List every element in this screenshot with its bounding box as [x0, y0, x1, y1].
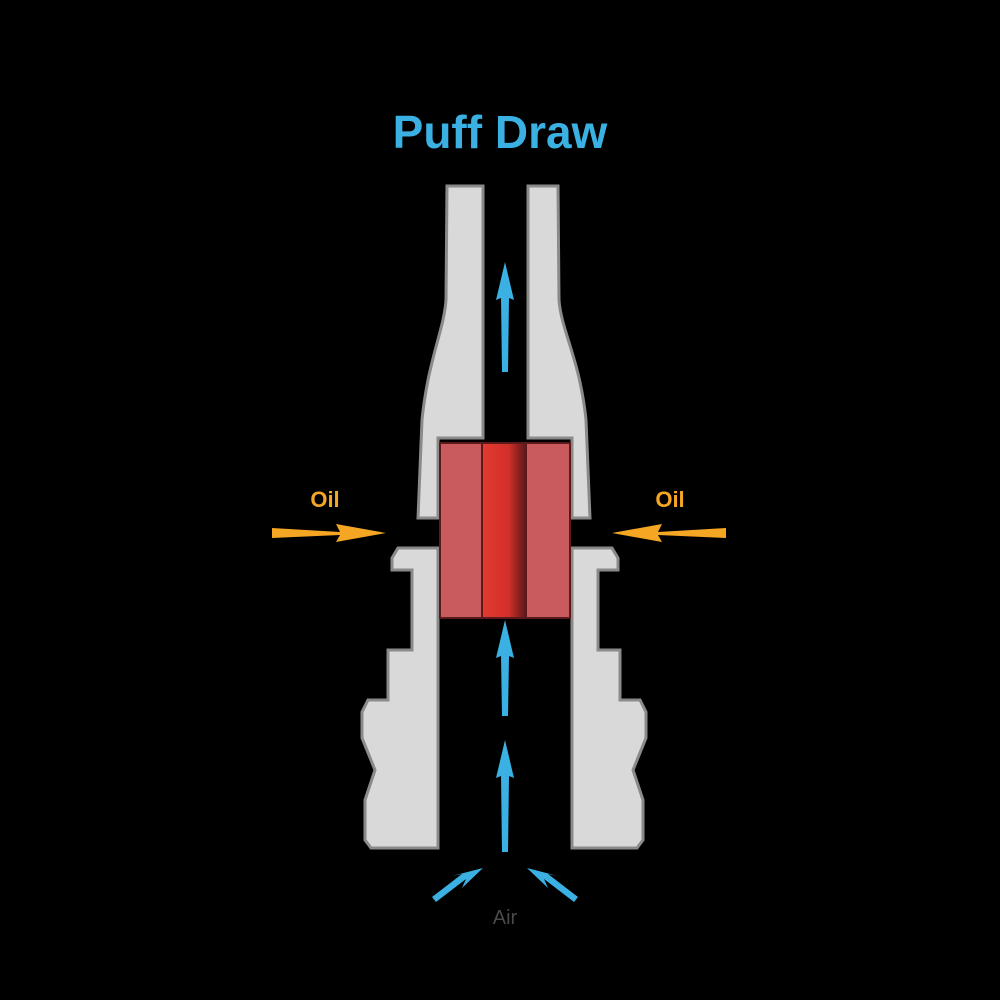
oil-arrow-icon-left	[272, 524, 386, 542]
oil-label-left: Oil	[310, 487, 339, 512]
cotton-wick-left	[439, 442, 483, 619]
up-arrow-icon-lower-1	[496, 620, 514, 716]
oil-label-right: Oil	[655, 487, 684, 512]
oil-arrow-icon-right	[612, 524, 726, 542]
air-intake-arrow-icon-right	[527, 868, 578, 902]
up-arrow-icon-lower-2	[496, 740, 514, 852]
diagram-title: Puff Draw	[393, 106, 608, 158]
cotton-wick-right	[525, 442, 571, 619]
air-intake-arrow-icon-left	[432, 868, 483, 902]
left-mouthpiece-wall	[416, 184, 485, 520]
air-label: Air	[493, 907, 518, 929]
up-arrow-icon-mouthpiece	[496, 262, 514, 372]
right-base-housing	[570, 546, 648, 850]
left-base-housing	[360, 546, 440, 850]
heating-coil	[481, 442, 527, 619]
right-mouthpiece-wall	[526, 184, 592, 520]
